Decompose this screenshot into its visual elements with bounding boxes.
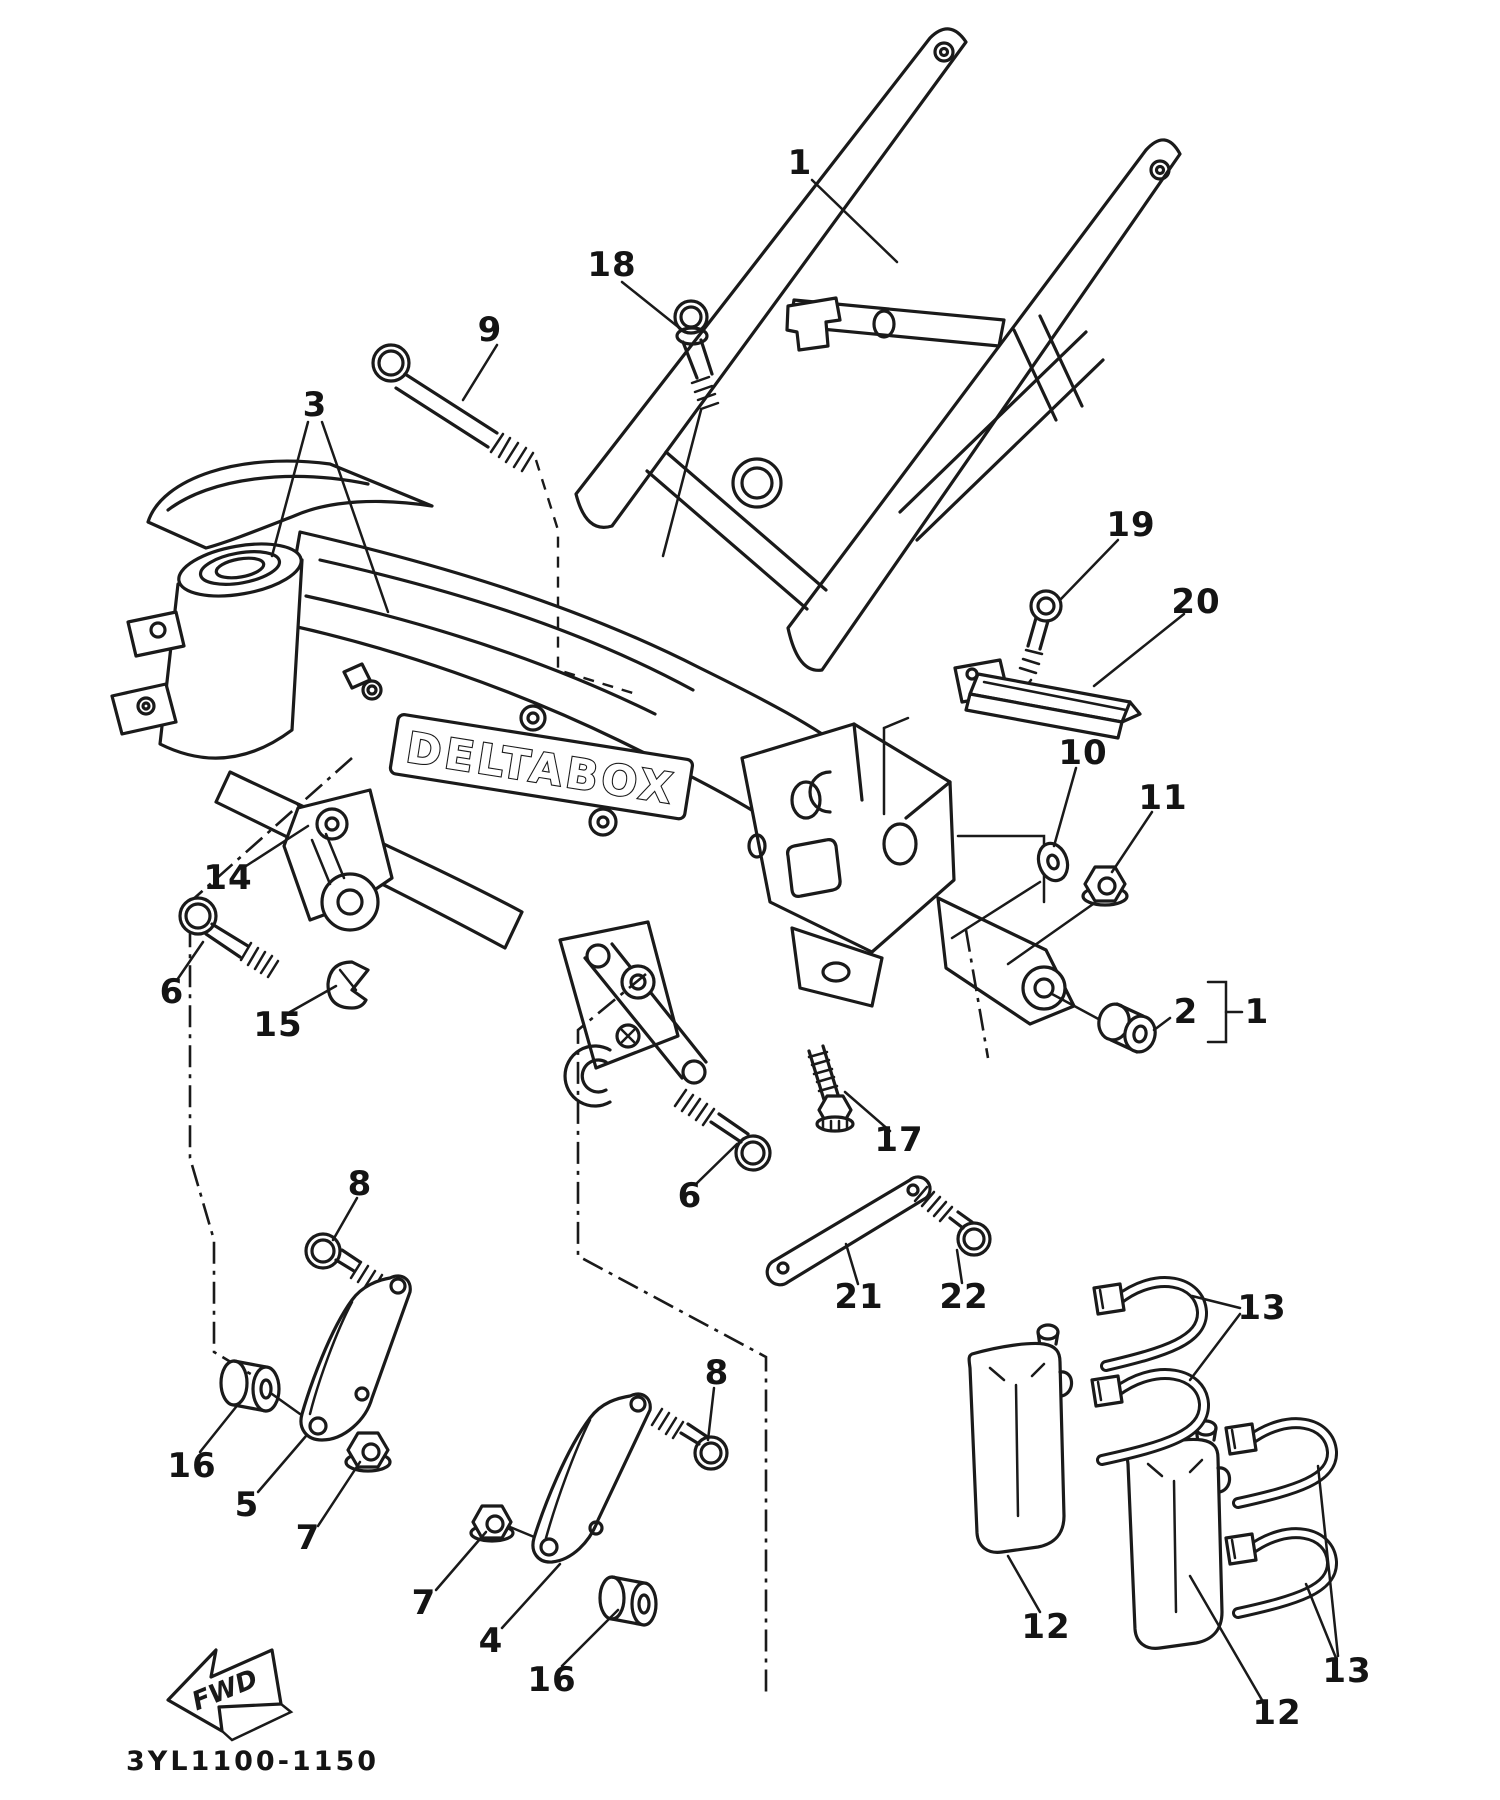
callout-6-front: 6 — [159, 972, 185, 1012]
callout-1-frame: 1 — [787, 143, 813, 183]
stud-17 — [807, 1044, 855, 1133]
callout-6-rear: 6 — [677, 1176, 703, 1216]
bolt-9 — [371, 343, 535, 473]
leader-lines — [175, 178, 1340, 1702]
callout-20: 20 — [1171, 582, 1221, 622]
seat-rail-20 — [953, 658, 1142, 740]
callout-14: 14 — [203, 858, 253, 898]
nut-11 — [1081, 865, 1129, 907]
callout-11: 11 — [1138, 778, 1188, 818]
callout-7-right: 7 — [411, 1583, 437, 1623]
callout-19: 19 — [1106, 505, 1156, 545]
callout-13-upper: 13 — [1237, 1288, 1287, 1328]
callout-16-right: 16 — [527, 1660, 577, 1700]
bolt-6-rear — [673, 1088, 772, 1172]
bolt-8-right — [650, 1407, 729, 1471]
callout-4: 4 — [478, 1621, 504, 1661]
callout-7-left: 7 — [295, 1518, 321, 1558]
callout-13-lower: 13 — [1322, 1651, 1372, 1691]
callout-21: 21 — [834, 1277, 884, 1317]
box-12-left — [967, 1323, 1074, 1554]
callout-2: 2 — [1173, 992, 1199, 1032]
callout-12-left: 12 — [1021, 1607, 1071, 1647]
bolt-22 — [913, 1185, 992, 1257]
bolt-6-front — [178, 896, 280, 979]
bushing-16-right — [598, 1575, 658, 1627]
callout-10: 10 — [1058, 733, 1108, 773]
callout-22: 22 — [939, 1277, 989, 1317]
bushing-2 — [1097, 1002, 1157, 1054]
fwd-arrow: FWD — [166, 1648, 294, 1742]
box-12-right — [1125, 1419, 1232, 1650]
lower-engine-mount — [558, 920, 708, 1108]
callout-8-right: 8 — [704, 1353, 730, 1393]
callout-15: 15 — [253, 1005, 303, 1045]
bracket-5 — [299, 1274, 412, 1442]
washer-10 — [1036, 841, 1070, 883]
strap-21 — [765, 1175, 932, 1287]
bolt-18 — [673, 299, 720, 411]
callout-5: 5 — [234, 1485, 260, 1525]
callout-12-right: 12 — [1252, 1693, 1302, 1733]
pivot-bracket — [740, 722, 1106, 1026]
callout-8-left: 8 — [347, 1164, 373, 1204]
damper-15 — [326, 960, 370, 1010]
bushing-16-left — [219, 1359, 302, 1416]
main-frame-spar — [282, 530, 852, 848]
callout-16-left: 16 — [167, 1446, 217, 1486]
rear-subframe — [574, 27, 1182, 672]
callout-9: 9 — [477, 310, 503, 350]
callout-1-assembly: 1 — [1244, 992, 1270, 1032]
bolt-8-left — [304, 1232, 384, 1293]
bracket-4 — [531, 1392, 652, 1564]
drawing-part-code: 3YL1100-1150 — [126, 1746, 380, 1777]
callout-18: 18 — [587, 245, 637, 285]
steering-head — [110, 459, 434, 760]
screw-19 — [1018, 589, 1063, 675]
front-engine-mount — [282, 788, 394, 932]
emblem-bolt — [342, 662, 383, 701]
callout-3: 3 — [302, 385, 328, 425]
callout-17: 17 — [874, 1120, 924, 1160]
nut-7-left — [344, 1431, 392, 1473]
band-13-group — [1090, 1276, 1338, 1619]
